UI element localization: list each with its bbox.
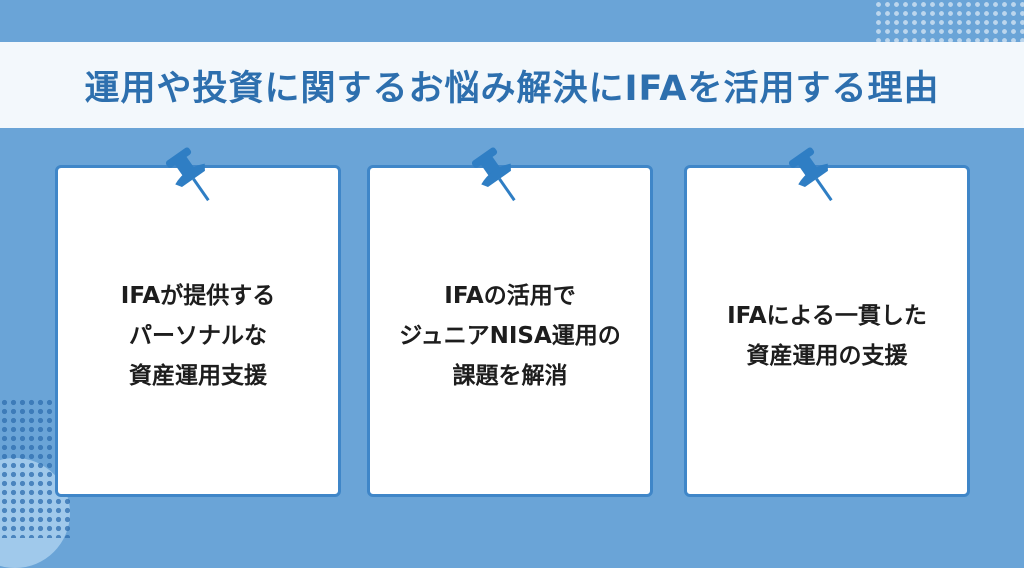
card-line: IFAの活用で [444, 283, 576, 309]
card-line: 課題を解消 [452, 363, 568, 389]
page-title: 運用や投資に関するお悩み解決にIFAを活用する理由 [84, 68, 940, 109]
pushpin-icon [788, 147, 833, 202]
card-line: 資産運用支援 [129, 363, 267, 389]
reason-card-3: IFAによる一貫した 資産運用の支援 [684, 147, 970, 497]
card-line: パーソナルな [129, 323, 267, 349]
card-line: 資産運用の支援 [746, 343, 908, 369]
card-line: IFAによる一貫した [727, 303, 927, 329]
card-line: ジュニアNISA運用の [399, 323, 621, 349]
pushpin-icon [471, 147, 516, 202]
card-text: IFAによる一貫した 資産運用の支援 [727, 296, 927, 376]
card-line: IFAが提供する [120, 283, 276, 309]
pushpin-icon [165, 147, 210, 202]
card-text: IFAの活用で ジュニアNISA運用の 課題を解消 [399, 276, 621, 396]
reason-card-2: IFAの活用で ジュニアNISA運用の 課題を解消 [367, 147, 653, 497]
decorative-dot-pattern-top-right [874, 0, 1024, 44]
title-band: 運用や投資に関するお悩み解決にIFAを活用する理由 [0, 42, 1024, 128]
reason-card-1: IFAが提供する パーソナルな 資産運用支援 [55, 147, 341, 497]
card-text: IFAが提供する パーソナルな 資産運用支援 [121, 276, 275, 396]
